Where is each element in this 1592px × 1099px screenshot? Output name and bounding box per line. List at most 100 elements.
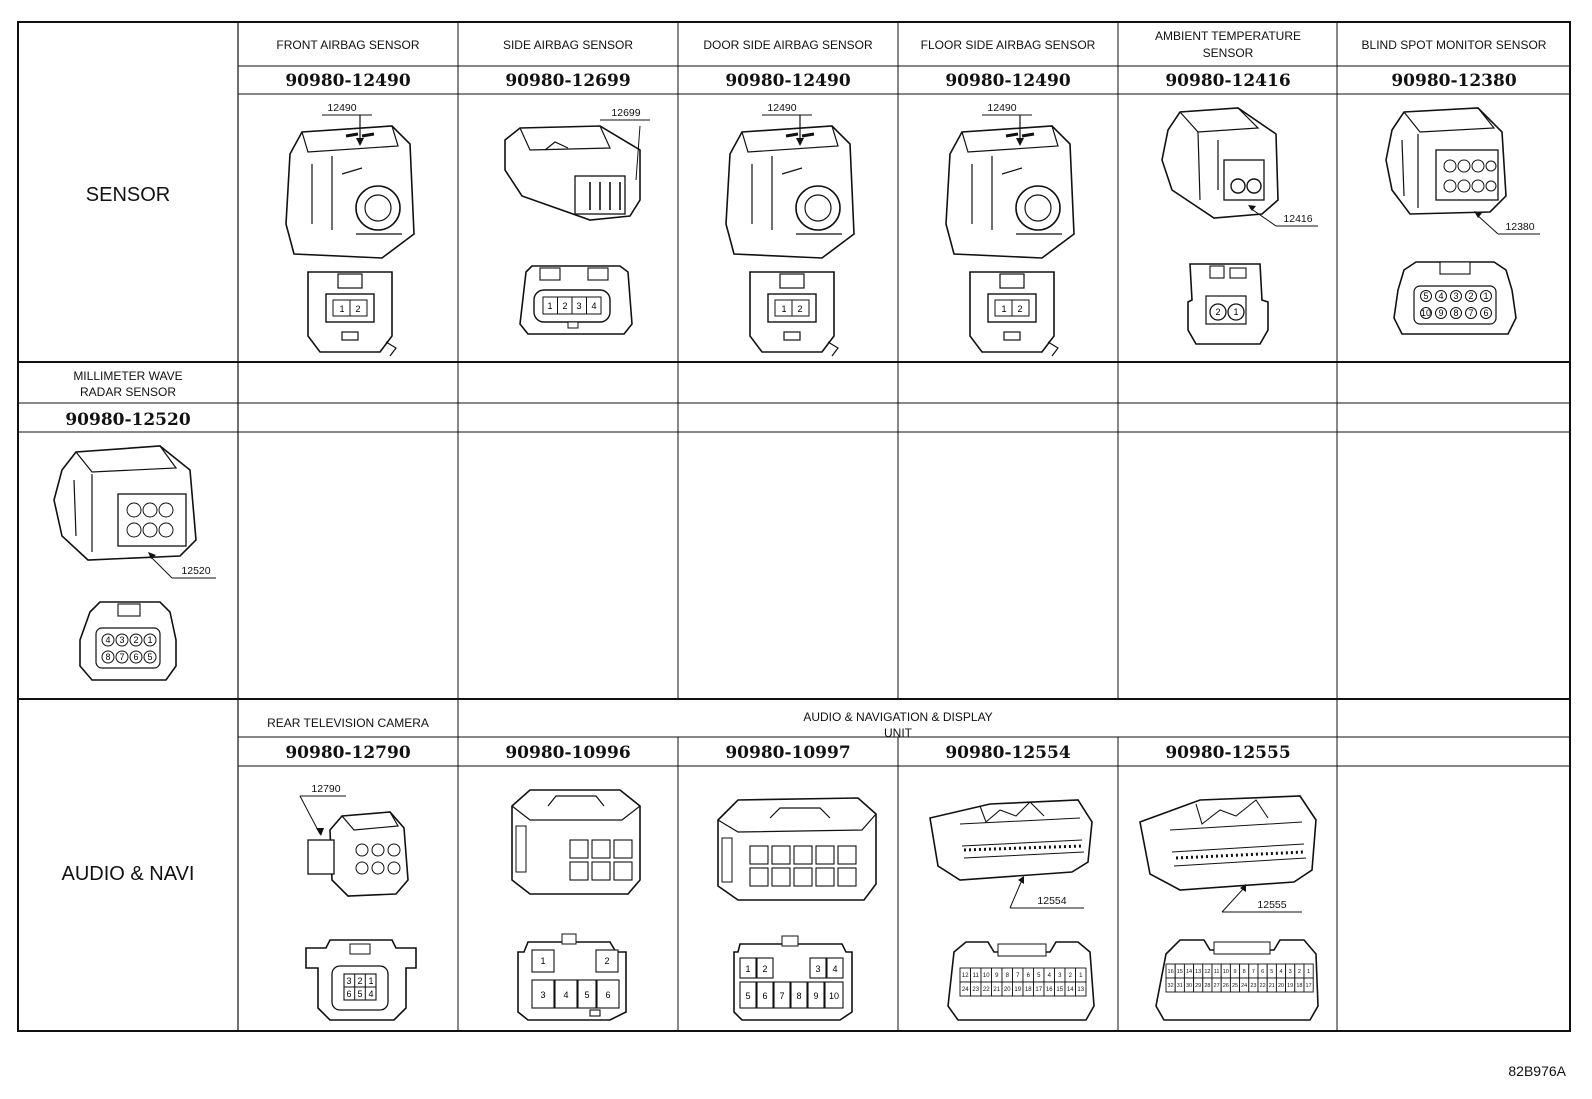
pin-number: 1 xyxy=(781,304,786,314)
connector-illustration-ambient-temp: 12416 xyxy=(1161,107,1318,227)
pin-number: 11 xyxy=(973,973,980,979)
pin-number: 5 xyxy=(1270,969,1273,975)
part-number: 90980-10996 xyxy=(505,743,630,763)
pin-number: 9 xyxy=(995,973,999,979)
connector-illustration-door-side-airbag: 12490 xyxy=(724,102,856,260)
pin-number: 5 xyxy=(147,652,152,662)
pin-number: 5 xyxy=(357,989,362,999)
pin-number: 31 xyxy=(1177,983,1183,989)
pin-number: 2 xyxy=(797,304,802,314)
pin-number: 24 xyxy=(962,987,969,993)
pin-number: 32 xyxy=(1168,983,1174,989)
pin-number: 9 xyxy=(1233,969,1236,975)
pin-number: 1 xyxy=(745,964,750,974)
pin-number: 15 xyxy=(1056,987,1063,993)
pin-number: 5 xyxy=(1423,291,1428,301)
pin-number: 25 xyxy=(1232,983,1238,989)
pin-number: 3 xyxy=(346,976,351,986)
pin-number: 5 xyxy=(584,990,589,1000)
connector-illustration-10996 xyxy=(511,789,641,895)
pin-number: 1 xyxy=(1079,973,1083,979)
connector-face-front-airbag: 1 2 xyxy=(307,271,397,357)
pin-number: 1 xyxy=(540,956,545,966)
connector-illustration-12555: 12555 xyxy=(1139,795,1317,913)
pin-number: 7 xyxy=(1468,308,1473,318)
pin-number: 11 xyxy=(1214,969,1220,975)
column-header-floor-side-airbag: FLOOR SIDE AIRBAG SENSOR xyxy=(921,38,1096,52)
pin-number: 4 xyxy=(1048,973,1052,979)
connector-face-side-airbag: 1 2 3 4 xyxy=(519,265,633,335)
pin-cell xyxy=(1303,977,1314,993)
pin-number: 3 xyxy=(119,635,124,645)
pin-number: 2 xyxy=(133,635,138,645)
pin-number: 10 xyxy=(983,973,990,979)
pin-number: 3 xyxy=(815,964,820,974)
pin-number: 8 xyxy=(796,991,801,1001)
pin-number: 16 xyxy=(1168,969,1174,975)
pin-number: 7 xyxy=(1016,973,1020,979)
pin-number: 4 xyxy=(1279,969,1282,975)
connector-face-rear-camera: 3 2 1 6 5 4 xyxy=(305,939,417,1021)
pin-number: 4 xyxy=(1438,291,1443,301)
pin-number: 1 xyxy=(147,635,152,645)
pin-number: 1 xyxy=(1307,969,1310,975)
pin-number: 6 xyxy=(762,991,767,1001)
table-grid xyxy=(17,21,1571,1032)
pin-number: 13 xyxy=(1077,987,1084,993)
part-number: 90980-12416 xyxy=(1165,71,1290,91)
pin-number: 4 xyxy=(105,635,110,645)
part-number: 90980-12490 xyxy=(285,71,411,91)
connector-illustration-rear-camera: 12790 xyxy=(299,783,409,897)
pin-number: 12 xyxy=(962,973,969,979)
part-number: 90980-10997 xyxy=(725,743,850,763)
connector-illustration-side-airbag: 12699 xyxy=(504,107,650,221)
pin-number: 22 xyxy=(983,987,990,993)
group-header-audio-nav-line2: UNIT xyxy=(884,726,913,740)
pin-number: 4 xyxy=(368,989,373,999)
callout-label: 12699 xyxy=(611,107,640,119)
connector-face-10996: 1 2 3 4 5 6 xyxy=(517,933,627,1021)
pin-number: 12 xyxy=(1204,969,1210,975)
pin-number: 1 xyxy=(339,304,344,314)
pin-number: 22 xyxy=(1260,983,1266,989)
pin-number: 14 xyxy=(1067,987,1074,993)
pin-number: 10 xyxy=(1223,969,1229,975)
pin-number: 29 xyxy=(1195,983,1201,989)
connector-face-door-side-airbag: 1 2 xyxy=(749,271,839,357)
pin-number: 30 xyxy=(1186,983,1192,989)
connector-illustration-radar: 12520 xyxy=(53,445,216,579)
pin-number: 2 xyxy=(562,301,567,311)
pin-number: 4 xyxy=(832,964,837,974)
pin-number: 18 xyxy=(1296,983,1302,989)
callout-label: 12490 xyxy=(767,102,796,114)
pin-number: 19 xyxy=(1014,987,1021,993)
pin-number: 15 xyxy=(1177,969,1183,975)
callout-label: 12554 xyxy=(1037,895,1066,907)
row-title-sensor: SENSOR xyxy=(86,184,170,206)
pin-number: 3 xyxy=(576,301,581,311)
column-header-door-side-airbag: DOOR SIDE AIRBAG SENSOR xyxy=(703,38,873,52)
pin-number: 14 xyxy=(1186,969,1192,975)
pin-number: 8 xyxy=(105,652,110,662)
callout-label: 12520 xyxy=(181,565,210,577)
pin-number: 2 xyxy=(1298,969,1301,975)
pin-number: 21 xyxy=(993,987,1000,993)
part-number: 90980-12490 xyxy=(945,71,1071,91)
pin-number: 2 xyxy=(1069,973,1073,979)
connector-illustration-12554: 12554 xyxy=(929,799,1093,909)
pin-number: 9 xyxy=(813,991,818,1001)
pin-number: 2 xyxy=(1017,304,1022,314)
pin-number: 19 xyxy=(1287,983,1293,989)
part-number: 90980-12699 xyxy=(505,71,630,91)
part-number: 90980-12790 xyxy=(285,743,411,763)
column-header-ambient-temp-line1: AMBIENT TEMPERATURE xyxy=(1155,29,1301,43)
pin-number: 4 xyxy=(563,990,568,1000)
drawing-code: 82B976A xyxy=(1508,1063,1566,1079)
part-number: 90980-12554 xyxy=(945,743,1071,763)
pin-number: 16 xyxy=(1046,987,1053,993)
callout-label: 12380 xyxy=(1505,221,1534,233)
pin-number: 8 xyxy=(1243,969,1246,975)
